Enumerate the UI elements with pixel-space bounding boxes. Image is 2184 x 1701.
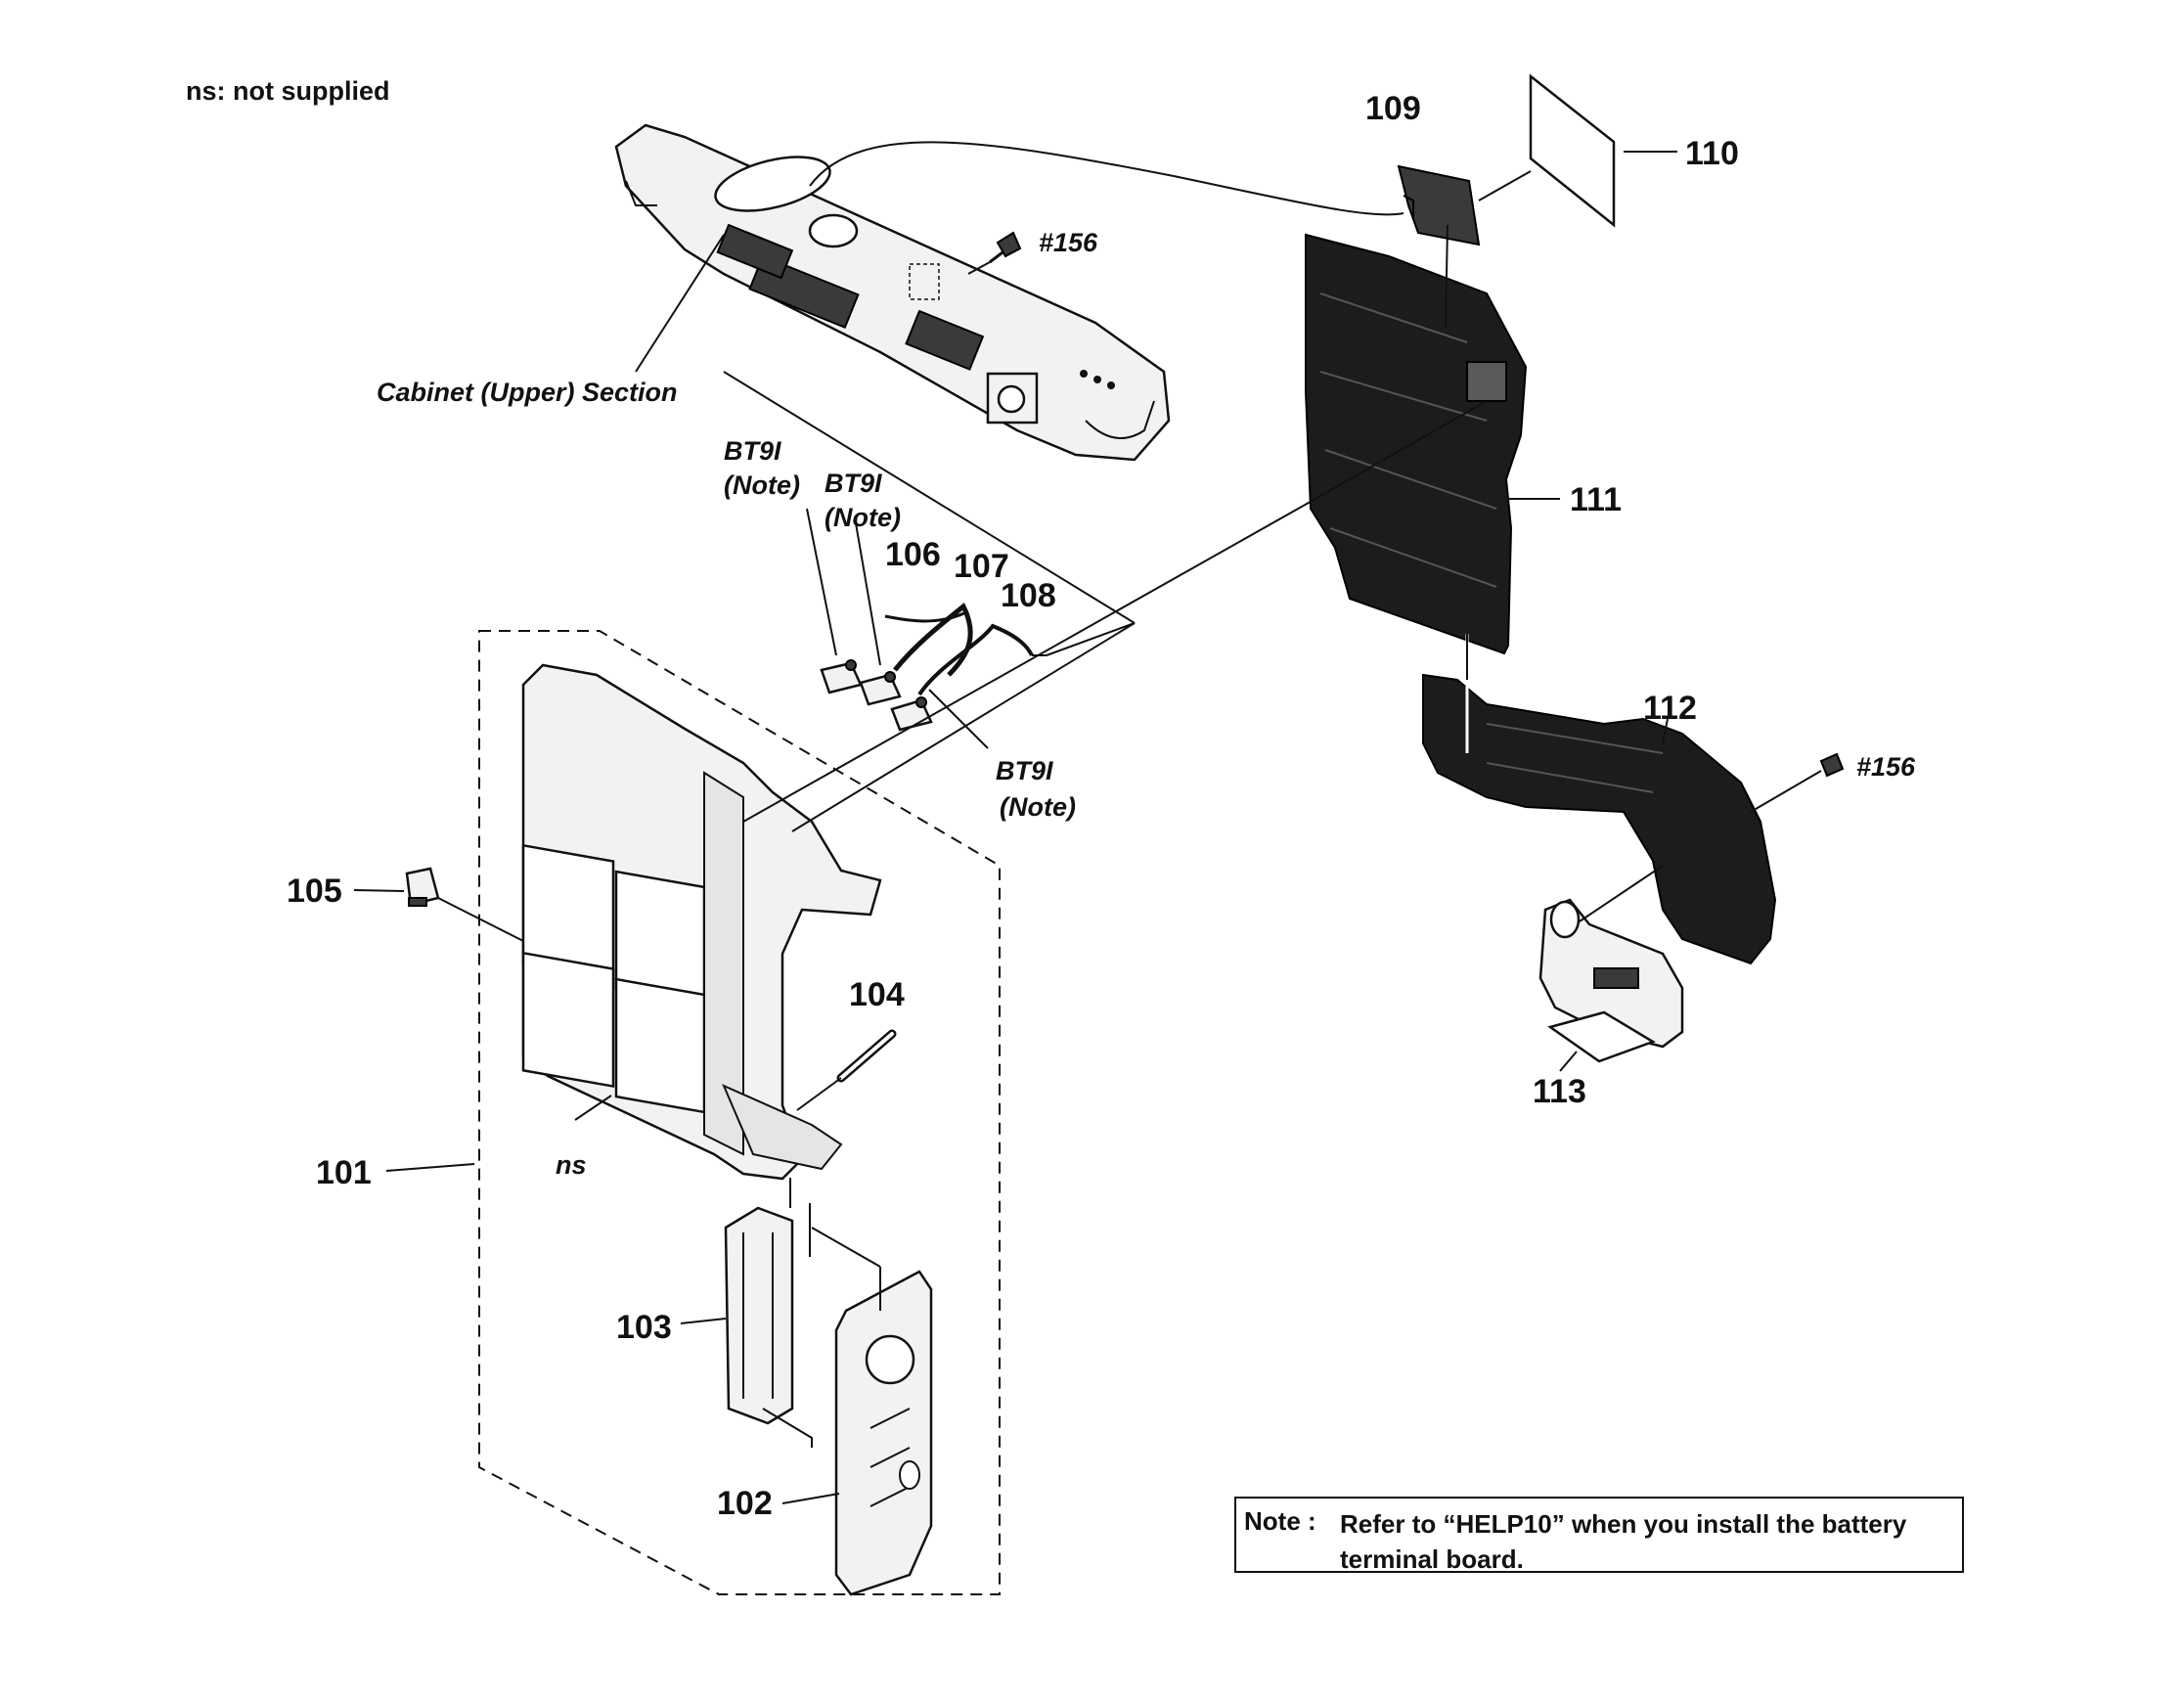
battery-terminals — [820, 659, 933, 732]
flex-cable — [809, 141, 1404, 216]
label-screw-156-top: #156 — [1039, 228, 1098, 257]
battery-frame-part — [521, 663, 882, 1181]
label-102: 102 — [717, 1485, 773, 1522]
assembly-101-outline — [478, 630, 1001, 1595]
board-111-part — [1305, 233, 1528, 655]
label-ns: ns — [556, 1150, 587, 1180]
label-cabinet-upper-section: Cabinet (Upper) Section — [377, 378, 678, 407]
label-screw-156-right: #156 — [1856, 752, 1916, 782]
legend-text: ns: not supplied — [186, 76, 390, 106]
label-113: 113 — [1533, 1073, 1586, 1110]
label-108: 108 — [1001, 577, 1056, 614]
label-bt91-b: BT9I — [825, 469, 882, 498]
label-103: 103 — [616, 1309, 672, 1346]
wires-106-108 — [884, 603, 1034, 696]
bracket-113-part — [1538, 898, 1684, 1063]
part-104-rod — [836, 1029, 897, 1083]
note-text: Refer to “HELP10” when you install the b… — [1340, 1509, 1907, 1574]
harness-112-part — [1422, 673, 1777, 965]
note-heading: Note : — [1244, 1506, 1316, 1536]
label-bt91-c: BT9I — [996, 756, 1053, 785]
label-101: 101 — [316, 1154, 372, 1191]
label-106: 106 — [885, 536, 941, 573]
label-109: 109 — [1365, 90, 1421, 127]
part-109-clip — [1397, 164, 1481, 246]
part-102-cover — [834, 1270, 933, 1596]
screw-156-right — [1819, 752, 1845, 778]
screw-156-top — [989, 231, 1022, 264]
label-bt91-a: BT9I — [724, 436, 781, 466]
label-110: 110 — [1685, 135, 1739, 172]
label-105: 105 — [287, 873, 342, 910]
label-111: 111 — [1570, 481, 1622, 518]
note-box: Note : Refer to “HELP10” when you instal… — [1234, 1497, 1964, 1574]
label-104: 104 — [849, 976, 905, 1013]
label-107: 107 — [954, 548, 1009, 585]
part-110-sheet — [1529, 73, 1616, 228]
label-bt91-c-note: (Note) — [1000, 792, 1076, 822]
part-105-clip — [405, 867, 440, 907]
label-bt91-a-note: (Note) — [724, 470, 800, 500]
cabinet-upper-section-part — [614, 123, 1171, 462]
label-112: 112 — [1643, 690, 1697, 727]
label-bt91-b-note: (Note) — [825, 503, 901, 532]
part-103-bracket — [724, 1206, 794, 1425]
